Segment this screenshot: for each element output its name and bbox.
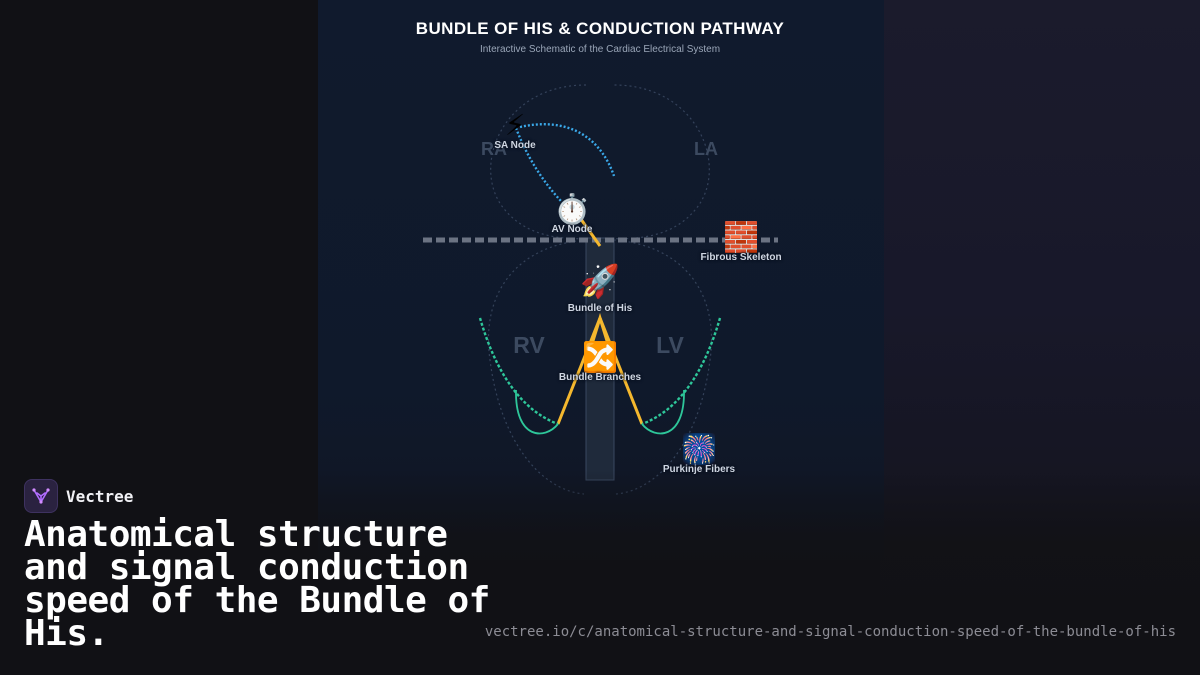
vectree-logo-icon: [24, 479, 58, 513]
sa-node[interactable]: ⚡ SA Node: [494, 110, 535, 151]
diagram-subtitle: Interactive Schematic of the Cardiac Ele…: [479, 44, 721, 55]
lightning-icon: ⚡: [504, 110, 526, 142]
headline: Anatomical structure and signal conducti…: [24, 514, 490, 654]
chamber-rv-label: RV: [513, 332, 545, 358]
sa-pathway-la: [519, 123, 616, 177]
fireworks-icon: 🎆: [680, 434, 718, 466]
interventricular-septum: [585, 237, 615, 481]
purkinje-fibers-node[interactable]: 🎆 Purkinje Fibers: [663, 434, 735, 475]
fibrous-skeleton-node[interactable]: 🧱 Fibrous Skeleton: [700, 222, 781, 263]
chamber-la-label: LA: [694, 139, 718, 159]
bottom-fade: [0, 470, 1200, 675]
diagram-title: BUNDLE OF HIS & CONDUCTION PATHWAY: [415, 19, 785, 38]
page-url[interactable]: vectree.io/c/anatomical-structure-and-si…: [484, 624, 1176, 640]
purkinje-fibers-label: Purkinje Fibers: [663, 464, 735, 475]
fibrous-skeleton-label: Fibrous Skeleton: [700, 252, 782, 263]
purkinje-right-inner: [515, 389, 559, 435]
brick-wall-icon: 🧱: [722, 222, 760, 254]
sa-node-label: SA Node: [494, 140, 536, 151]
av-node[interactable]: ⏱️ AV Node: [552, 194, 593, 235]
bundle-of-his-node[interactable]: 🚀 Bundle of His: [568, 263, 632, 314]
purkinje-right-outer: [478, 317, 559, 426]
branch-apex: [590, 312, 610, 345]
bundle-of-his-label: Bundle of His: [567, 303, 633, 314]
stopwatch-icon: ⏱️: [553, 194, 591, 226]
av-his-pathway: [576, 214, 602, 247]
rocket-icon: 🚀: [580, 263, 620, 299]
bundle-branches-node[interactable]: 🔀 Bundle Branches: [559, 342, 641, 383]
purkinje-left-outer: [641, 317, 722, 426]
brand-name: Vectree: [66, 486, 134, 506]
purkinje-left-inner: [641, 389, 685, 435]
brand[interactable]: Vectree: [24, 479, 133, 513]
atria-outline: [490, 84, 710, 240]
shuffle-icon: 🔀: [581, 342, 619, 374]
av-node-label: AV Node: [551, 224, 593, 235]
chamber-ra-label: RA: [481, 139, 507, 159]
chamber-lv-label: LV: [656, 332, 684, 358]
bundle-branches-label: Bundle Branches: [558, 372, 642, 383]
